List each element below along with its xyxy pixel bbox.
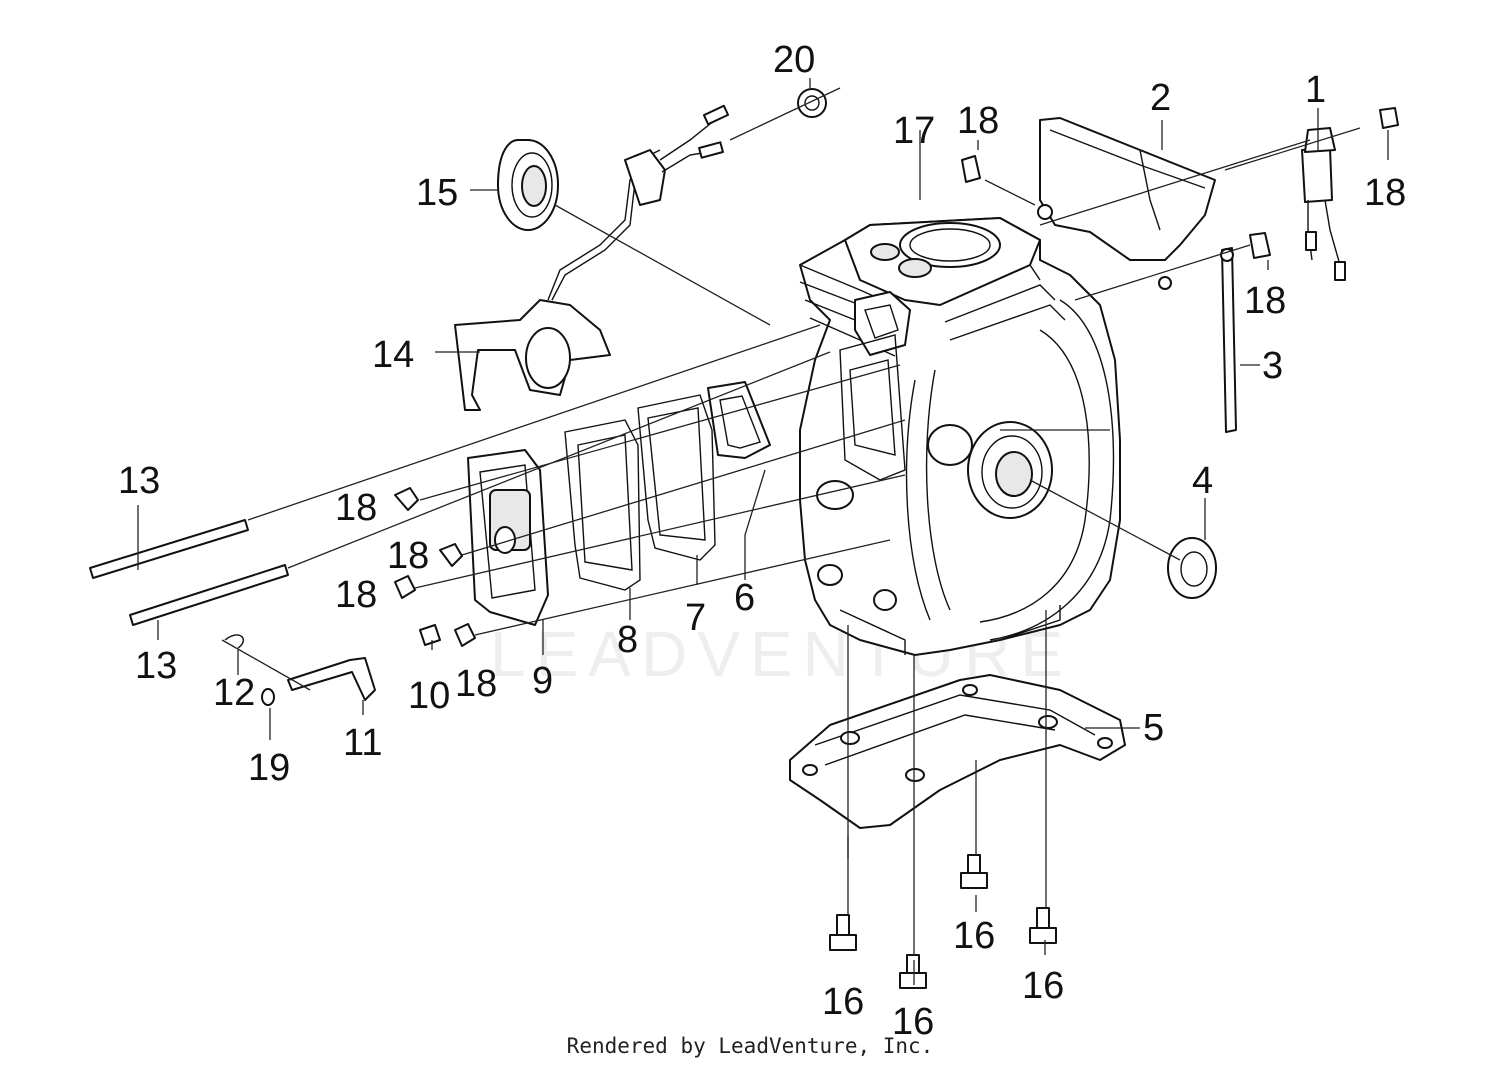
callout-16-b: 16 [892, 1001, 934, 1043]
stud-13-lower [129, 564, 289, 626]
callout-3: 3 [1262, 345, 1283, 387]
callout-2: 2 [1150, 77, 1171, 119]
ball-bearing [497, 139, 559, 231]
blower-housing-plate [1037, 117, 1216, 290]
valve-cover-9 [467, 449, 549, 626]
nut-10 [419, 624, 441, 646]
callout-10: 10 [408, 675, 450, 717]
callout-16-d: 16 [1022, 965, 1064, 1007]
oil-sensor [1301, 127, 1346, 281]
breather-gasket-6 [707, 381, 771, 459]
washer-20 [797, 88, 827, 118]
callout-labels: 1 2 3 4 5 6 7 8 9 10 11 12 13 13 14 15 1… [118, 39, 1406, 1043]
callout-18-a: 18 [957, 100, 999, 142]
callout-16-c: 16 [953, 915, 995, 957]
callout-15: 15 [416, 172, 458, 214]
callout-8: 8 [617, 619, 638, 661]
base-bolts [829, 854, 1057, 989]
callout-18-c: 18 [1244, 280, 1286, 322]
governor-shaft-11 [287, 657, 376, 701]
callout-18-f: 18 [335, 574, 377, 616]
callout-11: 11 [343, 722, 382, 764]
callout-9: 9 [532, 660, 553, 702]
render-credit: Rendered by LeadVenture, Inc. [566, 1034, 934, 1058]
callout-7: 7 [685, 597, 706, 639]
o-ring-19 [261, 688, 275, 706]
fuel-tank-strap [1220, 247, 1237, 433]
crankcase-cylinder-block [799, 217, 1121, 656]
leader-lines [137, 78, 1389, 985]
callout-5: 5 [1143, 707, 1164, 749]
callout-18-e: 18 [387, 535, 429, 577]
callout-4: 4 [1192, 460, 1213, 502]
callout-17: 17 [893, 110, 935, 152]
callout-18-b: 18 [1364, 172, 1406, 214]
callout-6: 6 [734, 577, 755, 619]
stud-13-upper [89, 519, 249, 579]
governor-arm-assembly [454, 104, 730, 411]
callout-19: 19 [248, 747, 290, 789]
callout-20: 20 [773, 39, 815, 81]
flange-bolts [394, 107, 1399, 647]
callout-13-upper: 13 [118, 460, 160, 502]
callout-12: 12 [213, 672, 255, 714]
mounting-base-plate [789, 674, 1126, 829]
callout-18-d: 18 [335, 487, 377, 529]
gasket-8 [564, 419, 641, 591]
oil-seal [1167, 537, 1217, 599]
callout-18-g: 18 [455, 663, 497, 705]
callout-1: 1 [1305, 69, 1326, 111]
callout-16-a: 16 [822, 981, 864, 1023]
callout-13-lower: 13 [135, 645, 177, 687]
clip-12 [224, 634, 244, 649]
callout-14: 14 [372, 334, 414, 376]
